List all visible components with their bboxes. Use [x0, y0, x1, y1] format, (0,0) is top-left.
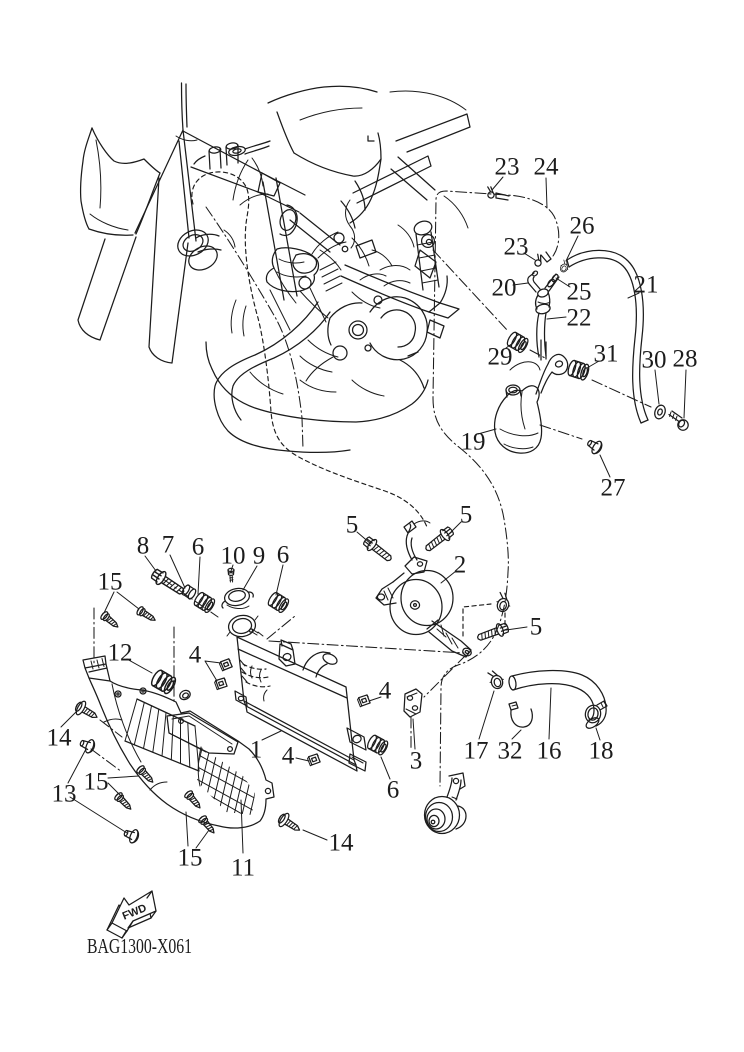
- callout-4: 4: [379, 678, 392, 705]
- callout-14: 14: [329, 830, 355, 857]
- radiator: [226, 614, 367, 772]
- reservoir-tank: [493, 339, 569, 454]
- wire-32: [508, 701, 533, 728]
- callout-11: 11: [231, 855, 255, 882]
- wire-clamp: [493, 591, 514, 615]
- diagram-code: BAG1300-X061: [87, 934, 192, 958]
- callout-19: 19: [461, 429, 486, 456]
- callout-25: 25: [567, 279, 592, 306]
- callout-29: 29: [488, 344, 513, 371]
- engine-frame-art: [77, 82, 471, 453]
- callout-24: 24: [534, 154, 560, 181]
- callout-3: 3: [410, 748, 423, 775]
- leader-lines: [60, 176, 687, 854]
- callout-2: 2: [454, 552, 467, 579]
- radiator-cap: [221, 587, 254, 609]
- callout-20: 20: [492, 275, 517, 302]
- callout-23: 23: [495, 154, 520, 181]
- callout-6: 6: [192, 534, 205, 561]
- chain-lines: [90, 190, 652, 787]
- screw-10: [227, 567, 235, 583]
- callout-21: 21: [634, 272, 659, 299]
- callout-27: 27: [601, 475, 626, 502]
- callout-18: 18: [589, 738, 614, 765]
- hose-24-stubs: [485, 185, 552, 268]
- callout-4: 4: [189, 642, 202, 669]
- horn: [423, 772, 467, 835]
- washer-30: [654, 404, 666, 420]
- callout-6: 6: [387, 777, 400, 804]
- bolt-28: [668, 410, 689, 431]
- callout-32: 32: [498, 738, 523, 765]
- clamp-17: [486, 668, 506, 691]
- grommet-6-right: [365, 733, 391, 757]
- fan-assembly: [375, 520, 472, 658]
- callout-28: 28: [673, 346, 698, 373]
- plug-27: [584, 435, 605, 457]
- callout-31: 31: [594, 341, 619, 368]
- clamp-18: [584, 700, 608, 724]
- callout-12: 12: [108, 640, 133, 667]
- harness-route-dashed: [191, 171, 428, 528]
- bracket-3: [403, 688, 423, 718]
- fwd-arrow: [106, 890, 157, 939]
- callout-10: 10: [221, 543, 246, 570]
- callout-15: 15: [98, 569, 123, 596]
- hose-16: [508, 669, 607, 729]
- callout-26: 26: [570, 213, 595, 240]
- grommet-6-mid: [265, 590, 292, 615]
- grommet-12: [148, 667, 179, 696]
- callout-5: 5: [346, 512, 359, 539]
- callout-15: 15: [178, 845, 203, 872]
- callout-15: 15: [84, 769, 109, 796]
- cover-hole-ring: [179, 689, 191, 701]
- callout-7: 7: [162, 532, 175, 559]
- callout-6: 6: [277, 542, 290, 569]
- callout-14: 14: [47, 725, 73, 752]
- grommet-31: [565, 358, 592, 382]
- callout-1: 1: [250, 737, 263, 764]
- callout-9: 9: [253, 543, 266, 570]
- callout-30: 30: [642, 347, 667, 374]
- bolts-5: [360, 524, 511, 645]
- callout-5: 5: [530, 614, 543, 641]
- callout-22: 22: [567, 305, 592, 332]
- callout-4: 4: [282, 743, 295, 770]
- breather-joint: [527, 259, 572, 358]
- callout-13: 13: [52, 781, 77, 808]
- side-cover: [82, 655, 275, 829]
- callout-5: 5: [460, 502, 473, 529]
- callout-16: 16: [537, 738, 562, 765]
- callout-17: 17: [464, 738, 489, 765]
- hose-21: [566, 249, 649, 424]
- callout-8: 8: [137, 533, 150, 560]
- callout-23: 23: [504, 234, 529, 261]
